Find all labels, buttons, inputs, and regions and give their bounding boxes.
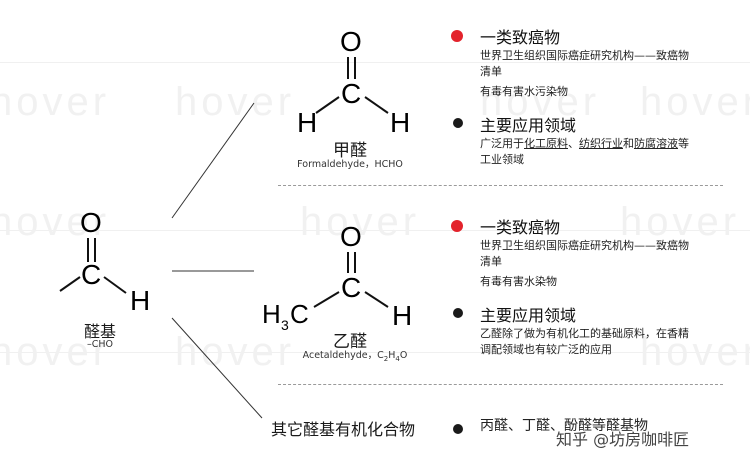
watermark: hover xyxy=(300,200,421,244)
acetaldehyde-application-line1: 乙醛除了做为有机化工的基础原料，在香精 xyxy=(480,327,689,340)
watermark-line xyxy=(0,352,750,353)
formaldehyde-application-line2: 工业领域 xyxy=(480,153,524,166)
bullet-dot xyxy=(453,118,463,128)
bullet-dot xyxy=(451,220,463,232)
atom-c: C xyxy=(341,272,361,303)
watermark: hover xyxy=(0,200,111,244)
formaldehyde-application-line1: 广泛用于化工原料、纺织行业和防腐溶液等 xyxy=(480,137,689,150)
atom-c: C xyxy=(81,259,101,290)
acetaldehyde-english-name: Acetaldehyde，C2H4O xyxy=(302,350,408,363)
watermark: hover xyxy=(0,80,111,124)
formaldehyde-structure: O C H H xyxy=(297,26,410,138)
acetaldehyde-carcinogen-line2: 清单 xyxy=(480,255,502,268)
source-watermark: 知乎 @坊房咖啡匠 xyxy=(556,430,690,449)
watermark: hover xyxy=(480,80,601,124)
atom-o: O xyxy=(80,207,102,238)
atom-c: C xyxy=(341,78,361,109)
watermark: hover xyxy=(620,200,741,244)
methyl-c: C xyxy=(290,299,309,329)
formaldehyde-name: 甲醛 xyxy=(333,141,367,161)
atom-h: H xyxy=(392,300,412,331)
acetaldehyde-carcinogen-line1: 世界卫生组织国际癌症研究机构——致癌物 xyxy=(480,239,689,252)
methyl-h: H xyxy=(262,299,281,329)
watermark: hover xyxy=(640,330,750,374)
connector-formaldehyde xyxy=(171,102,255,219)
formaldehyde-carcinogen-line1: 世界卫生组织国际癌症研究机构——致癌物 xyxy=(480,49,689,62)
formaldehyde-application-title: 主要应用领域 xyxy=(480,116,577,135)
watermark-line xyxy=(0,62,750,63)
formaldehyde-carcinogen-line2: 清单 xyxy=(480,65,502,78)
acetaldehyde-carcinogen-title: 一类致癌物 xyxy=(480,218,561,237)
formaldehyde-carcinogen-title: 一类致癌物 xyxy=(480,28,561,47)
bullet-dot xyxy=(453,308,463,318)
bullet-dot xyxy=(451,30,463,42)
bullet-dot xyxy=(453,424,463,434)
methyl-subscript: 3 xyxy=(281,317,289,333)
acetaldehyde-application-title: 主要应用领域 xyxy=(480,306,577,325)
atom-o: O xyxy=(340,221,362,252)
aldehyde-group-structure: O C H xyxy=(59,207,150,316)
atom-o: O xyxy=(340,26,362,57)
watermark: hover xyxy=(175,80,296,124)
atom-h: H xyxy=(130,285,150,316)
formaldehyde-english-name: Formaldehyde，HCHO xyxy=(297,159,403,170)
section-divider xyxy=(278,185,723,186)
watermark: hover xyxy=(0,330,111,374)
acetaldehyde-carcinogen-line3: 有毒有害水染物 xyxy=(480,275,557,288)
acetaldehyde-application-line2: 调配领域也有较广泛的应用 xyxy=(480,343,612,356)
watermark-line xyxy=(0,230,750,231)
other-compounds-description: 丙醛、丁醛、酚醛等醛基物 xyxy=(480,418,648,434)
watermark: hover xyxy=(175,330,296,374)
section-divider xyxy=(278,384,723,385)
formaldehyde-carcinogen-line3: 有毒有害水污染物 xyxy=(480,85,568,98)
connector-others xyxy=(171,317,263,419)
root-formula: –CHO xyxy=(86,339,113,350)
atom-h: H xyxy=(390,107,410,138)
root-label: 醛基 xyxy=(83,322,116,341)
acetaldehyde-name: 乙醛 xyxy=(333,332,367,352)
acetaldehyde-structure: O C H H 3 C xyxy=(262,221,412,333)
watermark: hover xyxy=(640,80,750,124)
other-compounds-label: 其它醛基有机化合物 xyxy=(271,420,416,439)
atom-h: H xyxy=(297,107,317,138)
